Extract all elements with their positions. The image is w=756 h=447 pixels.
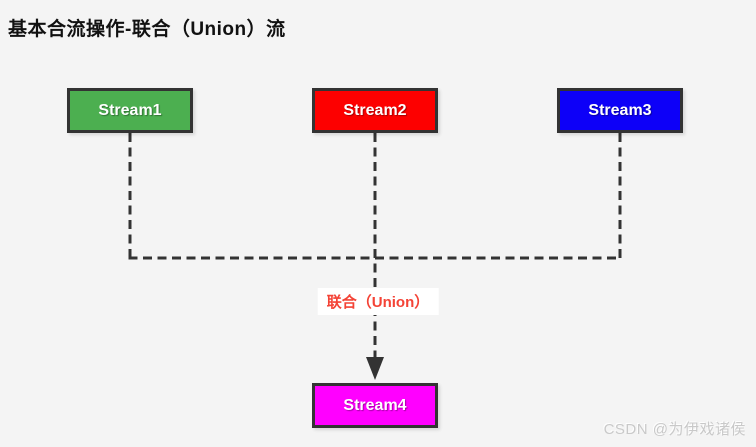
node-stream2: Stream2 [312, 88, 438, 133]
watermark: CSDN @为伊戏诸侯 [603, 421, 746, 438]
node-stream1: Stream1 [67, 88, 193, 133]
page-title: 基本合流操作-联合（Union）流 [8, 19, 286, 40]
union-edge-label: 联合（Union） [317, 288, 439, 315]
arrowhead-down-icon [366, 357, 384, 380]
node-stream4: Stream4 [312, 383, 438, 428]
node-stream3: Stream3 [557, 88, 683, 133]
